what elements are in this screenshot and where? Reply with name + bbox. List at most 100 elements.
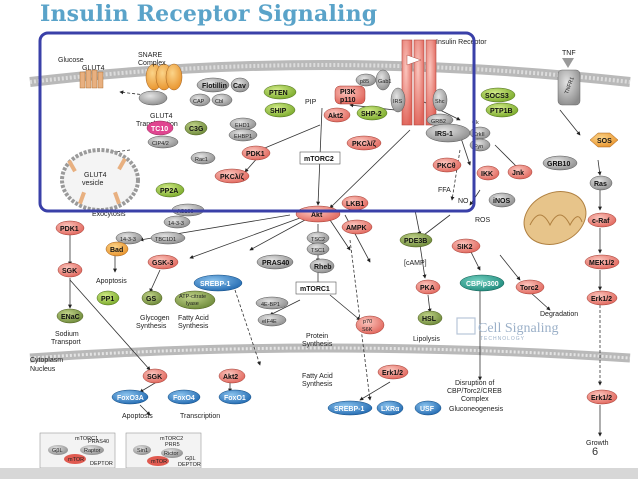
node-foxo3a-label: FoxO3A [117,395,144,402]
node-erk12-right-nuclear: Erk1/2 [586,389,618,405]
node-rac1-label: Rac1 [195,157,208,163]
node-akt2-nuclear-label: Akt2 [223,374,238,381]
node-gs-label: GS [146,296,156,303]
node-gab1-label: Gab1 [378,79,391,85]
node-tbc1d1-label: TBC1D1 [155,237,176,243]
fatty-acid-syn-label-2: Synthesis [302,381,333,388]
legend-mtorc2-title: mTORC2 [160,436,183,442]
node-sos: SOS [589,132,619,148]
node-synip [138,90,168,106]
glut4-label: GLUT4 [82,65,105,72]
legend-mtorc1-raptor: Raptor [84,448,101,454]
node-mek12: MEK1/2 [584,254,620,270]
node-rac1: Rac1 [190,151,216,165]
node-akt2-nuclear: Akt2 [218,368,246,384]
node-ehbp1-label: EHBP1 [234,134,252,140]
node-tc10-label: TC10 [151,126,168,133]
node-flotillin-label: Flotillin [202,83,227,90]
node-sgk-nuclear: SGK [142,368,168,384]
node-sgk: SGK [57,262,83,278]
node-cip42-label: CIP4/2 [152,141,169,147]
node-foxo1: FoxO1 [218,389,252,405]
node-pp1: PP1 [96,290,120,306]
legend-mtorc2-gbl: GβL [185,456,196,462]
legend-mtorc2-rictor: Rictor [164,451,179,457]
node-ship-label: SHIP [270,108,287,115]
legend-mtorc1-mtor: mTOR [68,457,84,463]
glut4-translocation-label-1: GLUT4 [150,113,173,120]
node-gab1: Gab1 [375,69,391,91]
node-crkii-label: CrkII [473,132,485,138]
sodium-label-1: Sodium [55,331,79,338]
legend-mtorc2-deptor: DEPTOR [178,462,201,468]
node-foxo4: FoxO4 [167,389,201,405]
node-c3g-label: C3G [189,126,204,133]
node-socs3-label: SOCS3 [485,93,509,100]
node-grb10-label: GRB10 [547,161,570,168]
node-p70s6k-label-1: p70 [363,319,372,325]
node-inos-label: iNOS [493,198,510,205]
node-pka: PKA [415,279,441,295]
page-title: Insulin Receptor Signaling [40,1,378,27]
snare-complex-label: Complex [138,60,166,67]
node-sik2-label: SIK2 [457,244,473,251]
node-lxr: LXRα [376,400,404,416]
node-pkctheta: PKCθ [432,157,462,173]
node-socs3: SOCS3 [480,87,516,103]
node-gsk3-label: GSK-3 [152,260,174,267]
node-foxo3a: FoxO3A [111,389,149,405]
node-pkctheta-label: PKCθ [437,163,456,170]
node-atp-citrate-label-2: lyase [186,301,199,307]
node-tsc2: TSC2 [306,231,330,245]
disruption-label-3: Complex [461,396,489,403]
legend-mtorc2-prr5: PRR5 [165,442,180,448]
node-cav-label: Cav [233,83,246,90]
fatty-acid-label-2: Synthesis [178,323,209,330]
watermark-name: Cell Signaling [478,321,559,336]
mitochondrion [523,191,587,245]
node-lkb1: LKB1 [341,195,369,211]
legend-mtorc2-sin1: Sin1 [137,448,148,454]
glut4-vesicle-label-2: vesicle [82,180,104,187]
node-ampk: AMPK [341,219,373,235]
node-pten-label: PTEN [269,90,288,97]
insulin-receptor-label: Insulin Receptor [436,39,487,46]
snare-complex [145,63,183,91]
node-akt-center: Akt [295,205,341,223]
node-rheb-label: Rheb [314,264,332,271]
legend-mtorc2: mTORC2 Sin1 PRR5 Rictor mTOR GβL DEPTOR [125,432,202,469]
glucose-label: Glucose [58,57,84,64]
node-foxo1-label: FoxO1 [224,395,246,402]
protein-label-2: Synthesis [302,341,333,348]
lipolysis-label: Lipolysis [413,336,440,343]
cell-signaling-watermark: Cell Signaling TECHNOLOGY [456,317,559,342]
node-gs: GS [141,290,163,306]
node-pde3b: PDE3B [399,232,433,248]
node-akt2-label: Akt2 [328,113,343,120]
node-akt-center-label: Akt [311,212,323,219]
node-pdk1-left: PDK1 [55,220,85,236]
node-mtorc2-label: mTORC2 [304,156,334,163]
plasma-membrane [29,60,631,87]
node-erk12-nuclear-label: Erk1/2 [382,370,403,377]
node-mtorc1: mTORC1 [295,281,337,295]
node-eif4e-label: eIF4E [262,319,277,325]
node-pka-label: PKA [420,285,435,292]
tnf-label: TNF [562,50,576,57]
node-cbl: Cbl [211,93,233,107]
node-pi3k-label: PI3K [340,89,356,96]
node-cbp-label: CBP/p300 [466,281,499,288]
node-srebp1-nuclear: SREBP-1 [327,400,373,416]
node-tbc1d1: TBC1D1 [150,231,186,245]
node-ampk-label: AMPK [346,225,367,232]
tnf-receptor [557,58,581,106]
node-tc10: TC10 [146,120,174,136]
node-pde3b-label: PDE3B [404,238,427,245]
node-ras: Ras [589,175,613,191]
node-shc: Shc [432,88,448,112]
node-craf-label: c-Raf [592,218,610,225]
page-number: 6 [592,446,598,458]
highlight-box [38,31,476,213]
